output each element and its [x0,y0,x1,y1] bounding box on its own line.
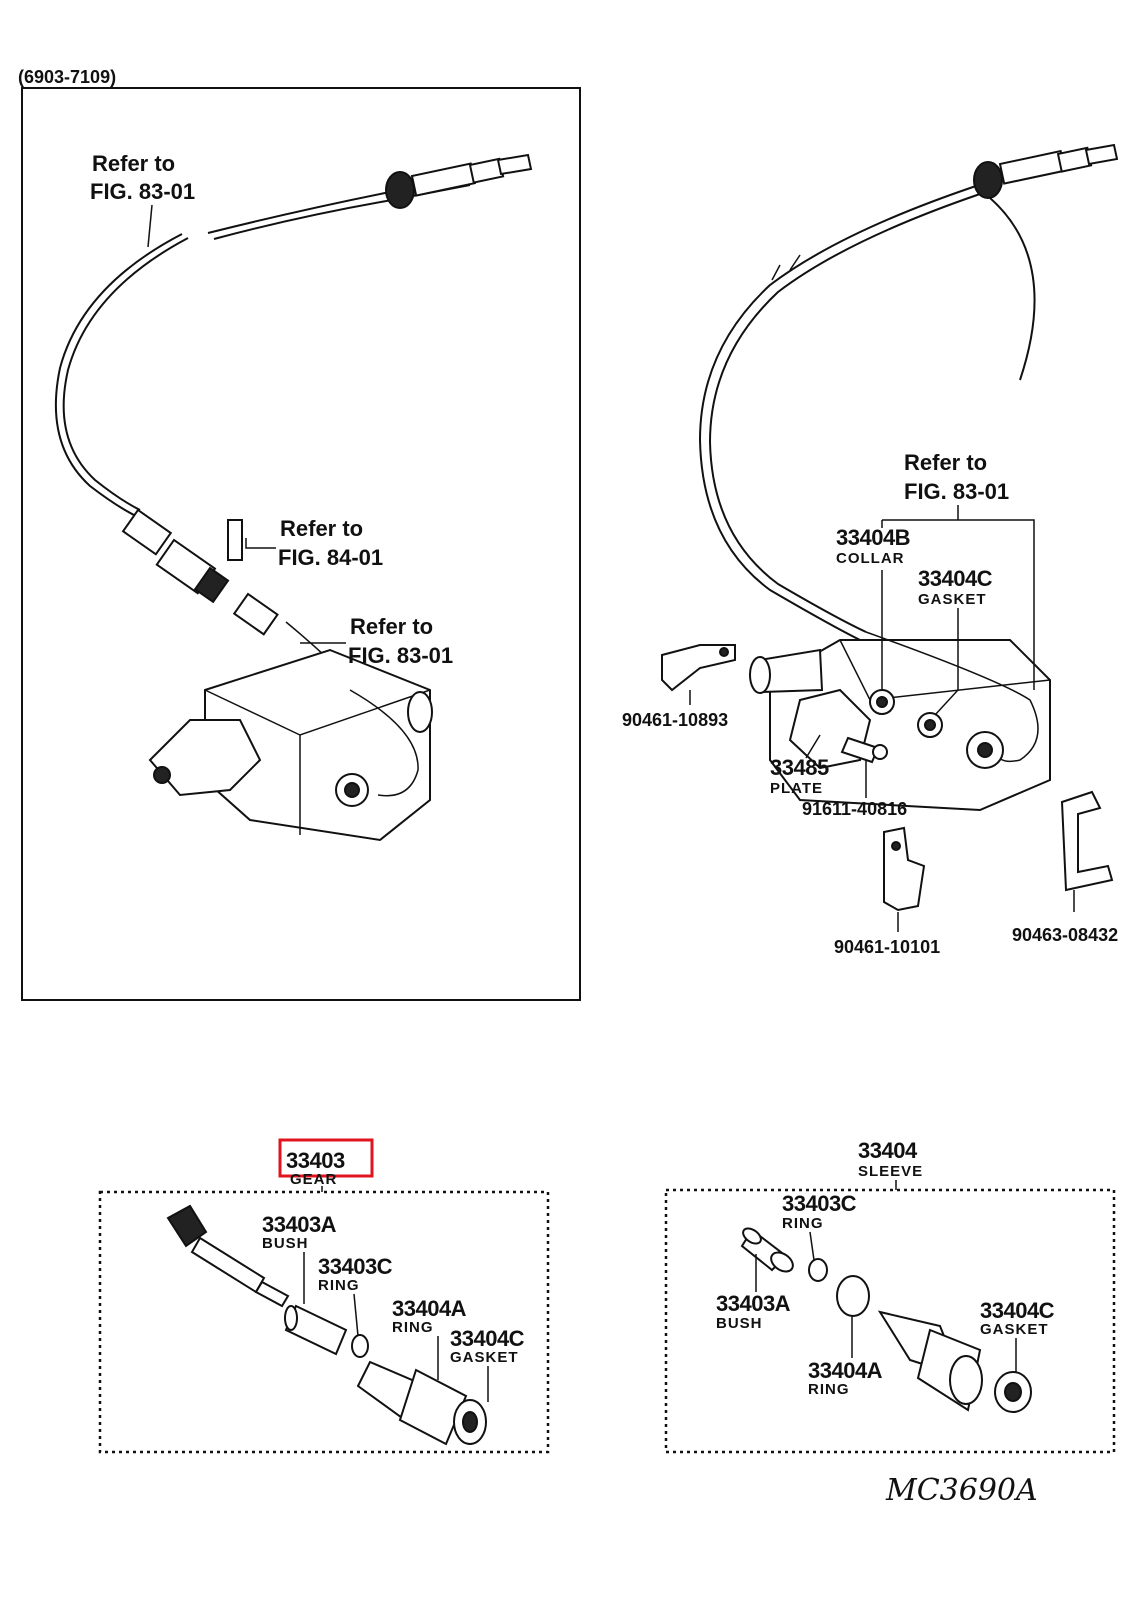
gear-part-name: GEAR [290,1171,337,1188]
left-ref-2-line1: Refer to [280,516,363,541]
gear-ring-a-name: RING [392,1319,434,1336]
sleeve-assy-drawing [740,1227,1032,1413]
right-ref-line2: FIG. 83-01 [904,479,1009,504]
gear-gasket-name: GASKET [450,1349,519,1366]
clamp-90461-10101-drawing [883,826,926,912]
gear-bush-name: BUSH [262,1235,309,1252]
collar-part-number: 33404B [836,525,910,550]
left-panel-frame [21,87,581,1001]
left-ref-2-line2: FIG. 84-01 [278,545,383,570]
plate-part-number: 33485 [770,755,829,780]
sleeve-bush-number: 33403A [716,1291,791,1316]
gear-part-number: 33403 [286,1148,345,1173]
left-ref-1-leader [147,204,153,248]
gear-ring-c-name: RING [318,1277,360,1294]
gear-ring-a-number: 33404A [392,1296,467,1321]
gear-bush-number: 33403A [262,1212,337,1237]
collar-part-name: COLLAR [836,550,905,567]
highlight-box-33403 [278,1138,374,1178]
clamp-90461-10893-drawing [661,644,736,692]
right-ref-bracket [882,519,1035,690]
sleeve-gasket-number: 33404C [980,1298,1055,1323]
left-ref-1-line2: FIG. 83-01 [90,179,195,204]
sleeve-ring-a-number: 33404A [808,1358,883,1383]
gear-assy-drawing [166,1204,487,1446]
plate-part-name: PLATE [770,780,823,797]
sleeve-ring-c-number: 33403C [782,1191,857,1216]
bolt-part-number: 91611-40816 [802,799,907,819]
gasket-part-name: GASKET [918,591,987,608]
plate-leader [805,734,821,759]
right-cable-drawing [698,143,1119,812]
sleeve-part-name: SLEEVE [858,1163,923,1180]
gasket-leader [934,608,959,716]
sleeve-ring-a-name: RING [808,1381,850,1398]
sleeve-gasket-name: GASKET [980,1321,1049,1338]
gasket-part-number: 33404C [918,566,993,591]
sleeve-bush-name: BUSH [716,1315,763,1332]
left-ref-2-leader [245,538,276,549]
clamp-a-part-number: 90461-10893 [622,710,728,730]
gear-gasket-number: 33404C [450,1326,525,1351]
gear-ring-c-number: 33403C [318,1254,393,1279]
sleeve-part-number: 33404 [858,1138,918,1163]
left-ref-1-line1: Refer to [92,151,175,176]
clamp-b-part-number: 90461-10101 [834,937,940,957]
sleeve-assy-frame [664,1188,1116,1454]
drawing-code: MC3690A [885,1473,1038,1508]
gear-assy-frame [98,1190,550,1454]
right-ref-line1: Refer to [904,450,987,475]
left-ref-3-line2: FIG. 83-01 [348,643,453,668]
clamp-90463-08432-drawing [1060,790,1114,892]
production-range-label: (6903-7109) [18,67,116,87]
left-ref-3-line1: Refer to [350,614,433,639]
left-cable-drawing [54,153,533,842]
sleeve-ring-c-name: RING [782,1215,824,1232]
clamp-c-part-number: 90463-08432 [1012,925,1118,945]
